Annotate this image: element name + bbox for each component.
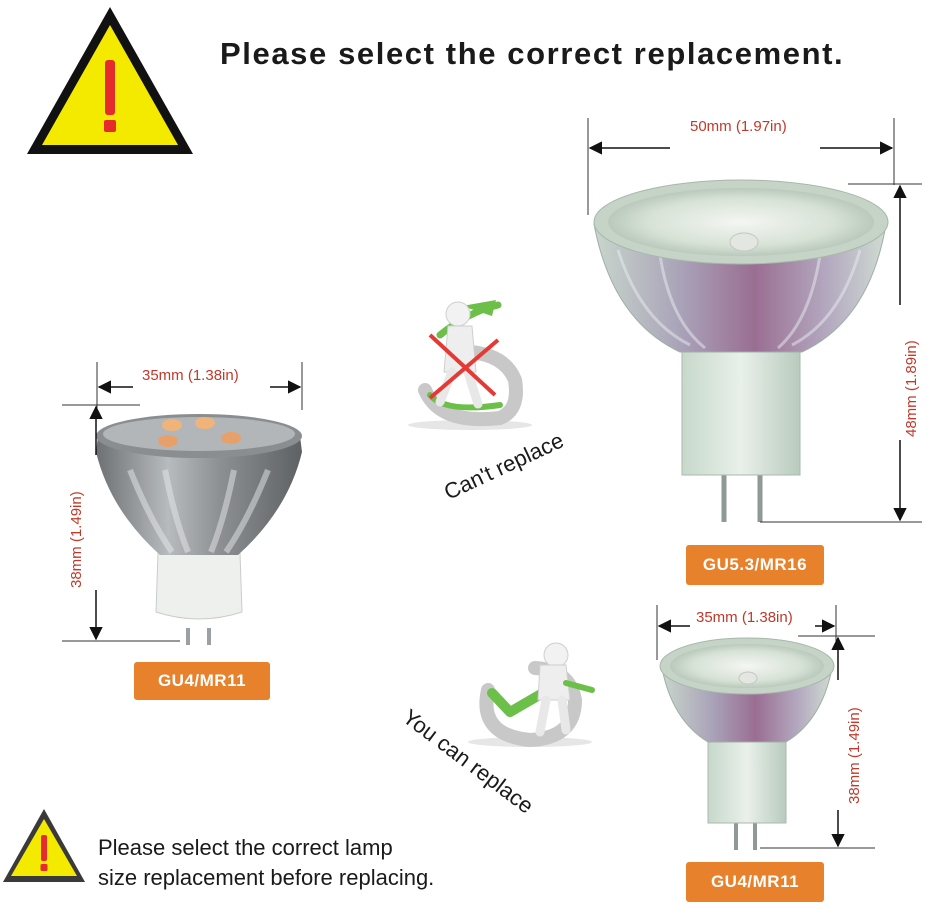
top-right-height-label: 48mm (1.89in) [903, 340, 920, 437]
bottom-right-width-label: 35mm (1.38in) [696, 609, 793, 626]
top-right-height-dimension [760, 183, 922, 523]
page-title: Please select the correct replacement. [220, 36, 845, 71]
warning-triangle-icon [27, 7, 193, 154]
led-bulb-gu4-left [96, 414, 302, 645]
halogen-bulb-gu4-bottom-right [659, 637, 835, 850]
left-width-dimension [96, 362, 303, 410]
small-warning-triangle-icon [3, 809, 85, 882]
left-height-label: 38mm (1.49in) [68, 491, 85, 588]
top-right-width-label: 50mm (1.97in) [690, 118, 787, 135]
left-width-label: 35mm (1.38in) [142, 367, 239, 384]
top-right-width-dimension [587, 118, 895, 215]
bottom-right-type-badge: GU4/MR11 [686, 862, 824, 902]
cant-replace-figure-icon [408, 300, 532, 430]
left-type-badge: GU4/MR11 [134, 662, 270, 700]
halogen-bulb-gu53-top-right [593, 179, 889, 522]
top-right-type-badge: GU5.3/MR16 [686, 545, 824, 585]
footer-note-line1: Please select the correct lamp [98, 835, 393, 860]
bottom-right-height-label: 38mm (1.49in) [846, 707, 863, 804]
footer-note-line2: size replacement before replacing. [98, 865, 435, 890]
can-replace-figure-icon [468, 642, 595, 748]
left-height-dimension [62, 404, 180, 642]
bottom-right-height-dimension [760, 635, 875, 849]
footer-note: Please select the correct lamp size repl… [98, 833, 434, 893]
